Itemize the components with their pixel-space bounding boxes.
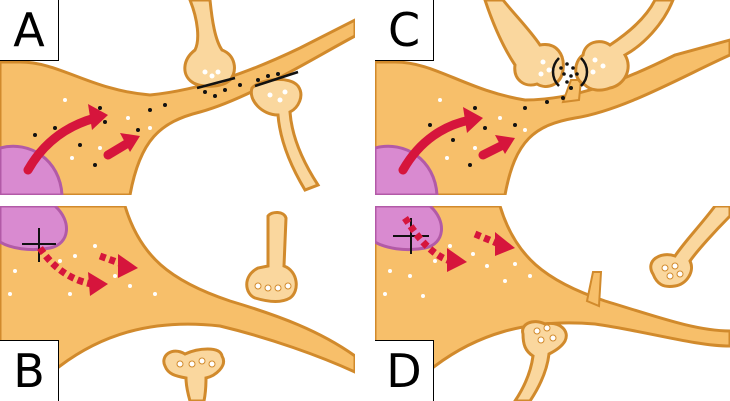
signaling-arrow [103,138,133,160]
synaptic-terminal-upper [649,206,730,288]
signaling-arrow-head [463,107,483,133]
factor-dots [33,72,280,167]
factor-dots [428,62,579,167]
vesicle-dots [176,357,216,368]
neuron-body [375,38,730,195]
signaling-arrow-head [118,254,138,278]
nucleus [0,206,68,252]
synaptic-terminal-right [574,0,675,92]
vesicle-dots [63,69,288,160]
signaling-arrow [23,113,100,175]
synapse-bar [196,76,236,90]
synaptic-terminal-lower [513,320,568,401]
signaling-arrow-dashed [98,252,124,268]
panel-b: B [0,206,355,401]
panel-label-c: C [375,0,434,61]
synaptic-terminal-lower [249,78,321,192]
neuron-body [375,206,730,401]
spine [561,79,583,104]
synaptic-terminal-upper [183,0,236,88]
blocked-cross [22,228,56,262]
neuron-body [0,206,355,401]
synaptic-terminal-lower [162,347,225,401]
signaling-arrow-head [88,272,108,296]
panel-label-b: B [0,340,59,401]
spine [585,271,603,308]
synapse-bar [254,70,299,88]
panel-d-illustration [375,206,730,401]
vesicle-dots [661,262,684,280]
synapse-bar [580,57,589,87]
panel-c: C [375,0,730,195]
panel-label-d: D [375,340,434,401]
vesicle-dots [533,324,557,344]
signaling-arrow-head [447,248,467,272]
panel-a: A [0,0,355,195]
signaling-arrow-dashed [402,216,452,265]
signaling-arrow-head [120,133,140,152]
nucleus [375,206,443,252]
neuron-body [0,18,355,195]
synaptic-terminal-left [483,0,565,88]
panel-c-illustration [375,0,730,195]
vesicle-dots [254,282,292,292]
signaling-arrow-head [88,104,108,130]
synapse-bar [551,57,560,87]
panel-d: D [375,206,730,401]
signaling-arrow-head [495,135,515,154]
panel-b-illustration [0,206,355,401]
vesicle-dots [438,57,606,160]
vesicle-dots [8,244,157,296]
panel-a-illustration [0,0,355,195]
synaptic-terminal-upper [245,211,298,303]
signaling-arrow [398,115,475,175]
signaling-arrow-head [495,232,515,256]
blocked-cross [393,218,429,254]
vesicle-dots [383,244,532,298]
signaling-arrow [478,140,508,160]
panel-label-a: A [0,0,59,61]
